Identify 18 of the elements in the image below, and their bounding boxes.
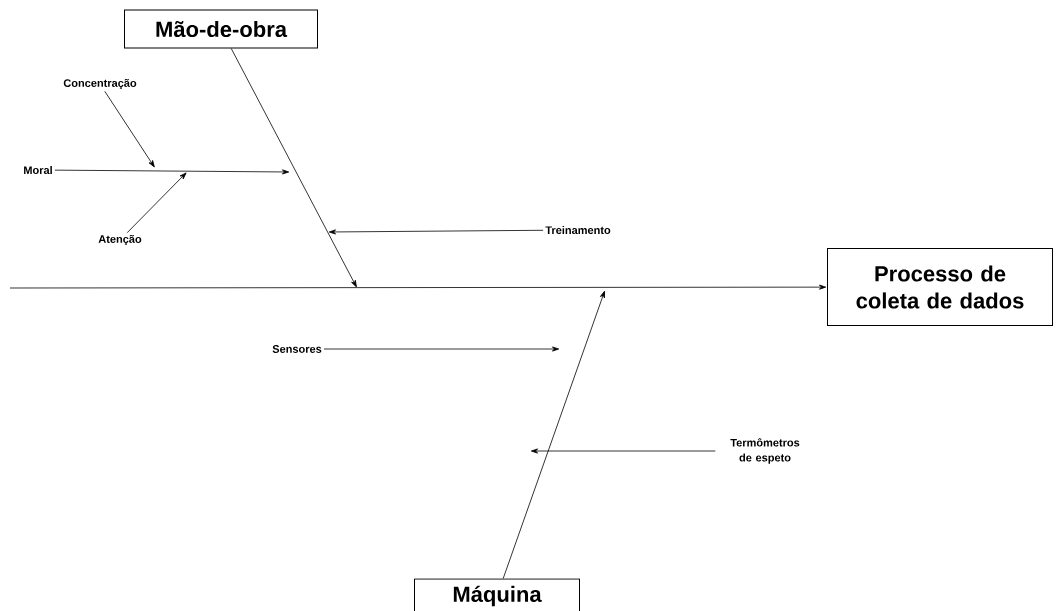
category-box: Máquina (414, 578, 580, 611)
arrow (9, 284, 827, 290)
arrow (530, 448, 716, 454)
arrow (323, 346, 560, 352)
arrow (104, 90, 155, 168)
cause-label: Sensores (272, 345, 322, 353)
cause-label: Atenção (98, 234, 142, 246)
category-box: Mão-de-obra (124, 9, 318, 49)
cause-label: Termômetros de espeto (730, 438, 800, 464)
arrow (54, 169, 290, 175)
arrow (328, 229, 544, 235)
cause-label: Treinamento (545, 225, 611, 235)
effect-box: Processo de coleta de dados (827, 248, 1053, 326)
cause-label: Concentração (63, 78, 137, 90)
cause-label: Moral (24, 165, 52, 175)
arrow (230, 48, 357, 288)
arrow (126, 172, 187, 234)
arrow (502, 290, 605, 579)
